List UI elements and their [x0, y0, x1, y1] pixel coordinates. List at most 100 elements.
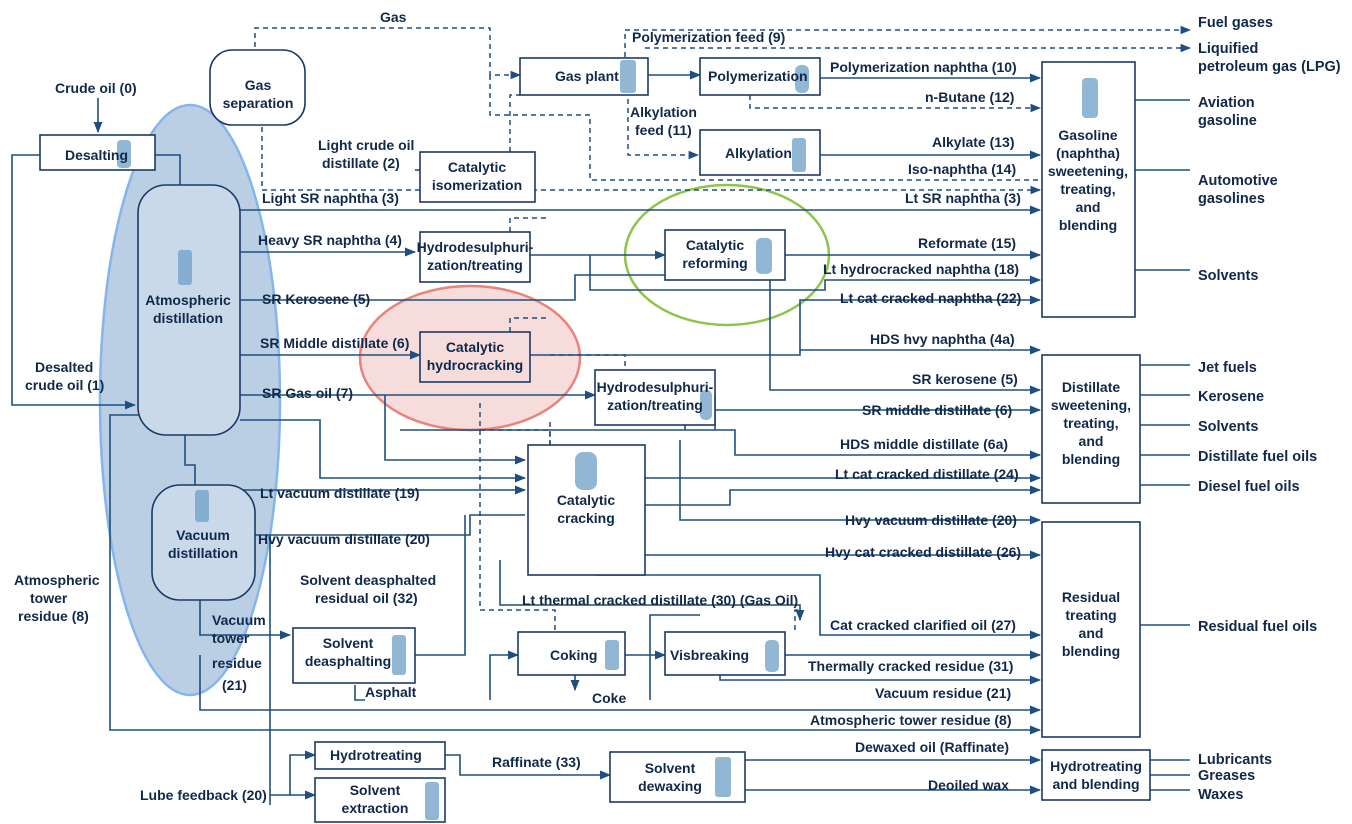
coke-label: Coke	[592, 690, 626, 706]
lt-vacuum-label: Lt vacuum distillate (19)	[260, 485, 419, 501]
deoiled-wax-label: Deoiled wax	[928, 777, 1009, 793]
vessel-icons	[117, 60, 1098, 820]
atmospheric-distillation-box	[137, 184, 241, 436]
vac-residue-label-3: residue	[212, 655, 262, 671]
hds-middle-label: HDS middle distillate (6a)	[840, 436, 1008, 452]
residual-label-4: blending	[1062, 643, 1120, 659]
hydrodesulphurization-box-1	[419, 231, 531, 283]
lpg-label-2: petroleum gas (LPG)	[1198, 59, 1341, 75]
distillate-label-5: blending	[1062, 451, 1120, 467]
distillate-label-2: sweetening,	[1051, 397, 1131, 413]
greases-label: Greases	[1198, 768, 1255, 784]
reforming-label-1: Catalytic	[686, 237, 745, 253]
desalting-box	[39, 134, 156, 171]
alkylation-vessel-icon	[792, 138, 806, 172]
cat-isom-label-1: Catalytic	[448, 159, 507, 175]
atm-tower-residue-label: Atmospheric tower residue (8)	[810, 712, 1012, 728]
solvents-gasoline-label: Solvents	[1198, 268, 1258, 284]
reforming-vessel-icon	[756, 238, 772, 274]
input-labels: Crude oil (0) Desalted crude oil (1) Atm…	[14, 80, 267, 803]
lt-thermal-label: Lt thermal cracked distillate (30) (Gas …	[522, 592, 798, 608]
desalted-label-1: Desalted	[35, 359, 93, 375]
gas-stream-label: Gas	[380, 9, 407, 25]
vac-residue-label-4: (21)	[222, 677, 247, 693]
lube-feedback-label: Lube feedback (20)	[140, 787, 267, 803]
atm-residue-label-1: Atmospheric	[14, 572, 100, 588]
alky-feed-label-2: feed (11)	[635, 122, 692, 138]
hds-hvy-naphtha-label: HDS hvy naphtha (4a)	[870, 331, 1015, 347]
residual-label-1: Residual	[1062, 589, 1120, 605]
gas-separation-box	[209, 49, 306, 126]
atmospheric-label-1: Atmospheric	[145, 292, 231, 308]
gas-separation-label-1: Gas	[245, 77, 272, 93]
gasoline-label-6: blending	[1059, 217, 1117, 233]
hds2-label-1: Hydrodesulphuri-	[597, 379, 714, 395]
cat-cracking-label-1: Catalytic	[557, 492, 616, 508]
vacuum-residue-label: Vacuum residue (21)	[875, 685, 1011, 701]
gasoline-tank-icon	[1082, 78, 1098, 118]
light-crude-label-1: Light crude oil	[318, 137, 414, 153]
gasoline-label-1: Gasoline	[1058, 127, 1117, 143]
lt-cc-naphtha-label: Lt cat cracked naphtha (22)	[840, 290, 1021, 306]
waxes-label: Waxes	[1198, 787, 1243, 803]
lpg-label-1: Liquified	[1198, 41, 1258, 57]
hds1-label-1: Hydrodesulphuri-	[417, 239, 534, 255]
product-labels: Fuel gases Liquified petroleum gas (LPG)…	[1198, 15, 1341, 803]
deasphalting-vessel-icon	[392, 635, 406, 675]
reforming-label-2: reforming	[682, 255, 747, 271]
vacuum-label-2: distillation	[168, 545, 238, 561]
gas-plant-label: Gas plant	[555, 68, 619, 84]
dewaxing-label-1: Solvent	[645, 760, 696, 776]
iso-naphtha-label: Iso-naphtha (14)	[908, 161, 1016, 177]
poly-naphtha-label: Polymerization naphtha (10)	[830, 59, 1017, 75]
desalting-vessel-icon	[117, 140, 131, 168]
hvy-vacuum-left-label: Hvy vacuum distillate (20)	[258, 531, 430, 547]
n-butane-label: n-Butane (12)	[925, 89, 1014, 105]
residual-label-3: and	[1079, 625, 1104, 641]
hydrotreating-box	[314, 741, 446, 770]
fuel-gases-label: Fuel gases	[1198, 15, 1273, 31]
hydro-blend-label-1: Hydrotreating	[1050, 758, 1142, 774]
sr-kerosene-left-label: SR Kerosene (5)	[262, 291, 370, 307]
dewaxing-label-2: dewaxing	[638, 778, 702, 794]
atm-residue-label-3: residue (8)	[18, 608, 89, 624]
desalting-label: Desalting	[65, 147, 128, 163]
solvents-distillate-label: Solvents	[1198, 419, 1258, 435]
atmospheric-label-2: distillation	[153, 310, 223, 326]
residual-label-2: treating	[1065, 607, 1116, 623]
jet-fuels-label: Jet fuels	[1198, 360, 1257, 376]
sr-middle-left-label: SR Middle distillate (6)	[260, 335, 409, 351]
sda-oil-label-2: residual oil (32)	[315, 590, 418, 606]
hydrocracking-label-1: Catalytic	[446, 339, 505, 355]
aviation-label-2: gasoline	[1198, 113, 1257, 129]
distillate-label-1: Distillate	[1062, 379, 1121, 395]
coking-drum-icon	[605, 640, 619, 670]
visbreaking-vessel-icon	[765, 640, 779, 672]
visbreaking-label: Visbreaking	[670, 647, 749, 663]
gas-separation-label-2: separation	[223, 95, 294, 111]
catalytic-hydrocracking-box	[419, 331, 531, 383]
alky-feed-label-1: Alkylation	[630, 104, 697, 120]
alkylate-label: Alkylate (13)	[932, 134, 1014, 150]
sr-middle-label: SR middle distillate (6)	[862, 402, 1012, 418]
kerosene-label: Kerosene	[1198, 389, 1264, 405]
vacuum-distillation-box	[151, 484, 256, 601]
asphalt-label: Asphalt	[365, 684, 417, 700]
crude-oil-label: Crude oil (0)	[55, 80, 137, 96]
catalytic-isomerization-box	[419, 151, 536, 203]
vac-residue-label-1: Vacuum	[212, 612, 266, 628]
light-crude-label-2: distillate (2)	[322, 155, 400, 171]
hds1-label-2: zation/treating	[427, 257, 523, 273]
polymerization-vessel-icon	[795, 65, 809, 93]
distillate-blending-box	[1041, 354, 1141, 504]
thermal-residue-label: Thermally cracked residue (31)	[808, 658, 1013, 674]
hydro-blend-label-2: and blending	[1052, 776, 1139, 792]
sda-oil-label-1: Solvent deasphalted	[300, 572, 436, 588]
lt-hc-naphtha-label: Lt hydrocracked naphtha (18)	[823, 261, 1019, 277]
automotive-label-1: Automotive	[1198, 173, 1278, 189]
distillate-fuel-oils-label: Distillate fuel oils	[1198, 449, 1317, 465]
gasoline-label-4: treating,	[1060, 181, 1115, 197]
hvy-vacuum-label: Hvy vacuum distillate (20)	[845, 512, 1017, 528]
sr-kerosene-label: SR kerosene (5)	[912, 371, 1018, 387]
